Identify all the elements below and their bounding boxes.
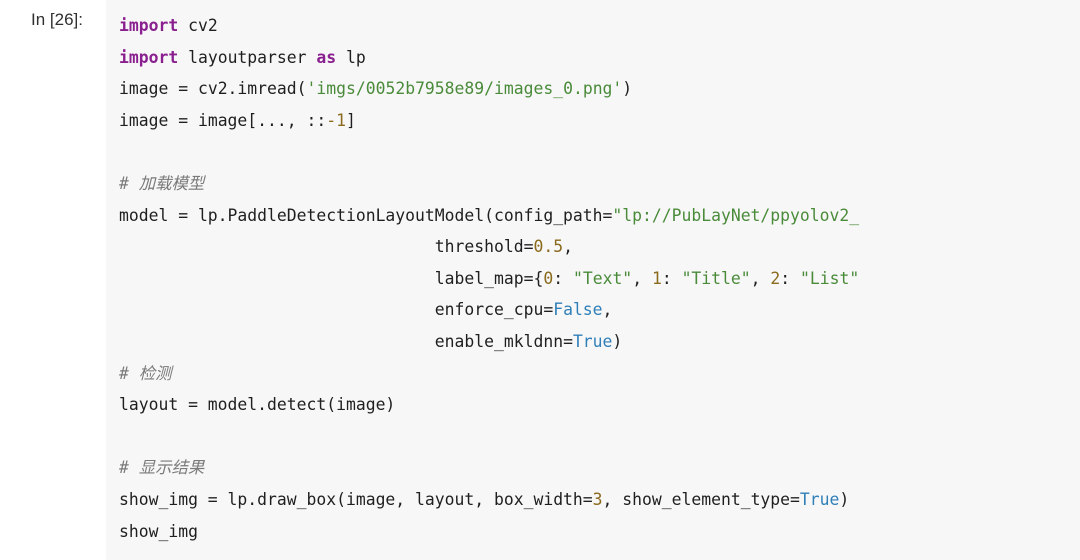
code-line-3: image = cv2.imread('imgs/0052b7958e89/im… xyxy=(119,79,633,99)
code-editor[interactable]: import cv2 import layoutparser as lp image… xyxy=(106,0,1080,560)
code-line-show-img: show_img = lp.draw_box(image, layout, bo… xyxy=(119,489,850,509)
code-line-threshold: threshold=0.5, xyxy=(434,237,573,257)
code-line-1: import cv2 xyxy=(119,16,218,35)
code-line-enforce-cpu: enforce_cpu=False, xyxy=(434,300,613,320)
code-line-comment-detect: # 检测 xyxy=(119,363,172,383)
code-line-comment-load: # 加载模型 xyxy=(119,173,205,193)
code-block: import cv2 import layoutparser as lp image… xyxy=(119,10,859,547)
code-line-comment-show: # 显示结果 xyxy=(119,458,205,478)
code-line-4: image = image[..., ::-1] xyxy=(119,110,356,130)
code-line-label-map: label_map={0: "Text", 1: "Title", 2: "Li… xyxy=(434,268,860,288)
code-line-blank-2 xyxy=(119,421,859,453)
code-line-model: model = lp.PaddleDetectionLayoutModel(co… xyxy=(119,205,860,225)
code-line-show-img-output: show_img xyxy=(119,521,198,541)
cell-prompt: In [26]: xyxy=(31,10,83,29)
code-line-mkldnn: enable_mkldnn=True) xyxy=(434,331,623,351)
code-line-layout: layout = model.detect(image) xyxy=(119,395,396,415)
code-line-2: import layoutparser as lp xyxy=(119,47,366,67)
code-line-blank-1 xyxy=(119,136,859,168)
